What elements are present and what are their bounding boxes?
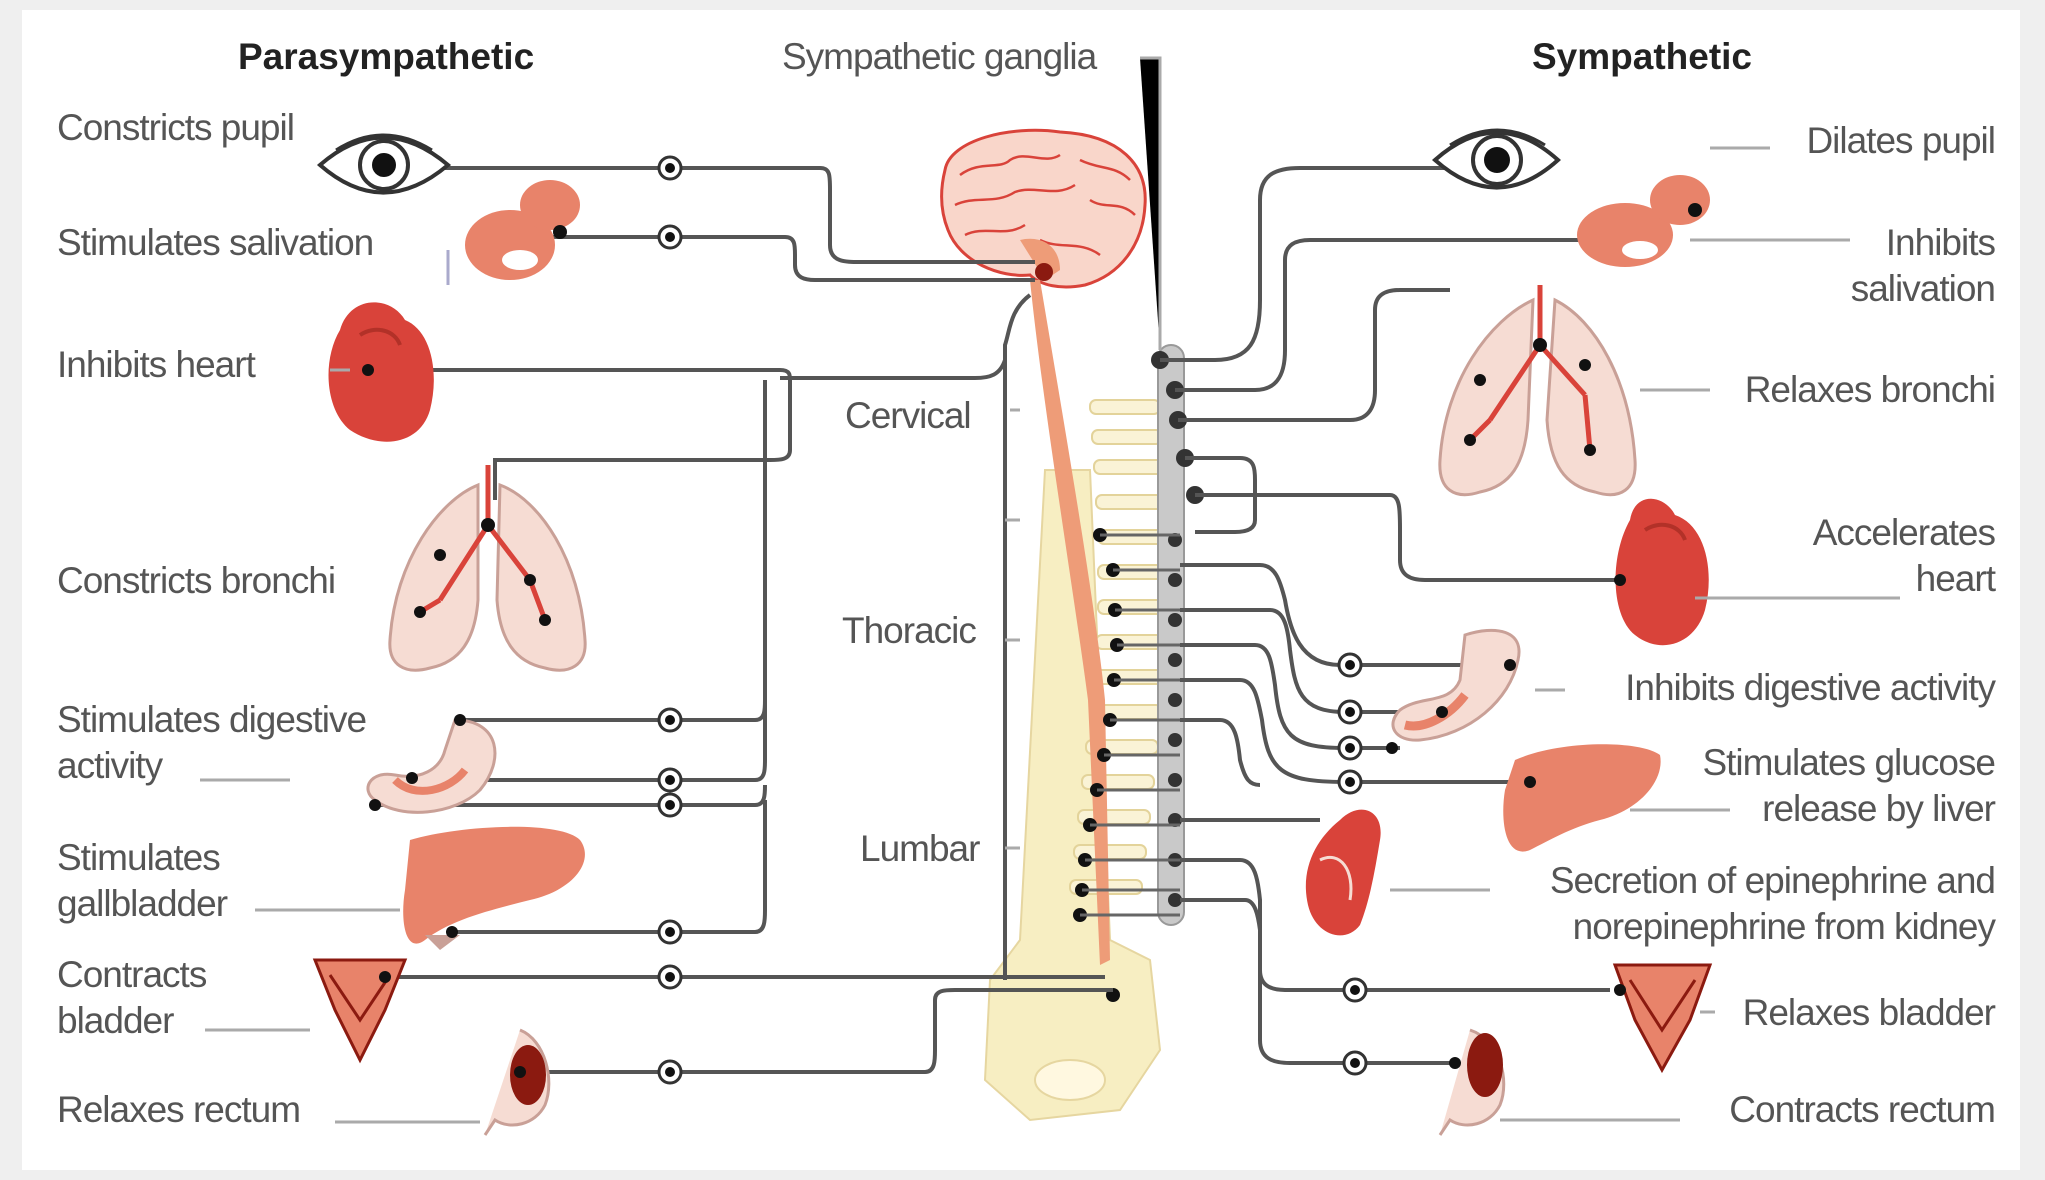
symp-label-liver: Stimulates glucose release by liver	[1702, 740, 1995, 832]
eye-icon-right	[1435, 130, 1558, 188]
symp-label-bronchi: Relaxes bronchi	[1745, 367, 1995, 413]
cervical-label: Cervical	[845, 395, 971, 437]
parasympathetic-pathways	[375, 168, 1113, 1072]
region-ticks	[1005, 410, 1020, 848]
para-label-bladder: Contracts bladder	[57, 952, 206, 1044]
sympathetic-ganglia-label: Sympathetic ganglia	[782, 36, 1096, 78]
symp-label-salivation: Inhibits salivation	[1851, 220, 1995, 312]
symp-label-kidney: Secretion of epinephrine and norepinephr…	[1550, 858, 1995, 950]
kidney-icon-right	[1306, 810, 1381, 936]
symp-label-bladder: Relaxes bladder	[1743, 990, 1995, 1036]
para-label-pupil: Constricts pupil	[57, 105, 294, 151]
sympathetic-header: Sympathetic	[1532, 36, 1752, 78]
symp-label-pupil: Dilates pupil	[1806, 118, 1995, 164]
lumbar-label: Lumbar	[860, 828, 979, 870]
sympathetic-ganglia-chain	[1151, 345, 1204, 925]
symp-label-rectum: Contracts rectum	[1729, 1087, 1995, 1133]
lungs-icon-right	[1440, 285, 1635, 495]
heart-icon-right	[1614, 499, 1709, 645]
para-label-heart: Inhibits heart	[57, 342, 255, 388]
rectum-icon-right	[1440, 1030, 1504, 1135]
symp-label-heart: Accelerates heart	[1813, 510, 1995, 602]
heart-icon	[329, 302, 434, 441]
para-label-bronchi: Constricts bronchi	[57, 558, 335, 604]
stomach-icon	[368, 714, 495, 812]
para-label-salivation: Stimulates salivation	[57, 220, 373, 266]
eye-icon	[320, 135, 448, 193]
sympathetic-pathways	[1160, 168, 1615, 1063]
parasympathetic-header: Parasympathetic	[238, 36, 534, 78]
para-label-digestive: Stimulates digestive activity	[57, 697, 366, 789]
bladder-icon	[315, 960, 405, 1060]
symp-label-digestive: Inhibits digestive activity	[1625, 665, 1995, 711]
salivary-gland-icon	[448, 180, 580, 285]
lungs-icon	[390, 465, 585, 670]
bladder-icon-right	[1614, 965, 1710, 1070]
liver-icon-right	[1503, 744, 1660, 851]
parasympathetic-ganglia	[659, 157, 681, 1083]
thoracic-label: Thoracic	[842, 610, 976, 652]
para-label-gallbladder: Stimulates gallbladder	[57, 835, 227, 927]
stomach-icon-right	[1386, 630, 1519, 754]
para-label-rectum: Relaxes rectum	[57, 1087, 300, 1133]
rectum-icon	[485, 1030, 549, 1135]
salivary-gland-icon-right	[1577, 175, 1710, 267]
